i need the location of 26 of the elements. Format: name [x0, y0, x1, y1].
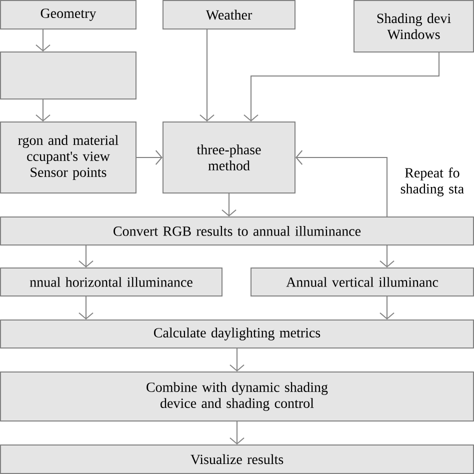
arrow [380, 296, 394, 320]
arrow [200, 29, 214, 122]
arrow [380, 245, 394, 268]
arrow [78, 296, 94, 320]
process-box: three-phase method [162, 122, 296, 194]
process-box: Calculate daylighting metrics [0, 320, 474, 348]
arrow [36, 99, 50, 122]
arrow [244, 52, 440, 122]
process-box: Shading devi Windows [354, 0, 474, 52]
arrow [36, 29, 50, 52]
process-box: rgon and material ccupant's view Sensor points [0, 122, 136, 194]
edge-label: Repeat fo shading sta [392, 166, 472, 198]
arrow [230, 348, 244, 372]
process-box: nnual horizontal illuminance [0, 268, 222, 296]
process-box: Geometry [0, 0, 136, 30]
arrow [230, 421, 244, 444]
process-box: Annual vertical illuminanc [250, 268, 474, 296]
arrow [296, 150, 388, 217]
process-box: Combine with dynamic shading device and shading control [0, 372, 474, 422]
arrow [222, 193, 236, 216]
arrow [136, 150, 162, 165]
process-box: Weather [162, 0, 296, 30]
process-box: Visualize results [0, 444, 474, 474]
process-box: Convert RGB results to annual illuminance [0, 216, 474, 246]
empty-box [0, 52, 136, 100]
arrow [78, 245, 94, 268]
